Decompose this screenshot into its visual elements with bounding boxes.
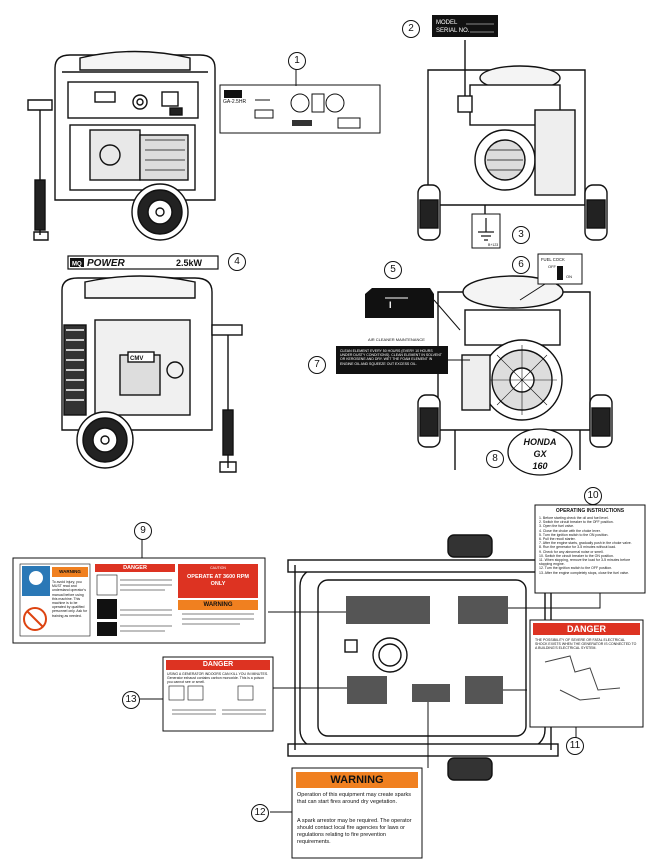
generator-rear-view xyxy=(417,40,608,241)
operating-step: 12. Turn the ignition switch to the OFF … xyxy=(539,566,613,571)
spark-arrestor-warning-label xyxy=(270,767,423,859)
callout-8: 8 xyxy=(486,450,504,468)
svg-text:OFF: OFF xyxy=(548,264,557,269)
engine-plate-label: CMV xyxy=(130,356,143,362)
svg-text:POWER: POWER xyxy=(87,258,126,269)
honda-engine-badge: HONDA GX 160 xyxy=(507,428,573,476)
label9-danger-word: DANGER xyxy=(123,565,147,571)
svg-text:ON: ON xyxy=(566,274,572,279)
operating-instructions-title: OPERATING INSTRUCTIONS xyxy=(555,508,625,514)
carbon-monoxide-danger-label xyxy=(140,656,274,732)
svg-text:2.5kW: 2.5kW xyxy=(176,258,203,268)
generator-front-view xyxy=(27,50,216,241)
callout-12: 12 xyxy=(251,804,269,822)
operating-step: 7. After the engine starts, gradually pu… xyxy=(539,541,632,546)
warning-label-set-9 xyxy=(12,537,266,644)
callout-7: 7 xyxy=(308,356,326,374)
callout-6: 6 xyxy=(512,256,530,274)
fuel-cock-decal: FUEL COCK OFF ON xyxy=(519,253,583,301)
generator-engine-view xyxy=(417,275,613,470)
operating-step: 8. Run the generator for 3-5 minutes wit… xyxy=(539,545,617,550)
label12-text1: Operation of this equipment may create s… xyxy=(297,792,412,805)
label9-warning-text: To avoid injury, you MUST read and under… xyxy=(52,580,88,618)
label13-danger-word: DANGER xyxy=(202,661,234,668)
serial-label: SERIAL NO. xyxy=(436,28,470,34)
svg-text:160: 160 xyxy=(532,461,547,471)
label9-warning2-word: WARNING xyxy=(203,602,233,608)
generator-side-view xyxy=(61,275,243,473)
operating-step: 4. Close the choke with the choke lever. xyxy=(539,528,601,533)
control-panel-decal xyxy=(219,67,381,134)
generator-top-view xyxy=(287,534,559,781)
label9-caution-title: CAUTION xyxy=(210,566,226,570)
callout-3: 3 xyxy=(512,226,530,244)
svg-text:AIR CLEANER MAINTENANCE: AIR CLEANER MAINTENANCE xyxy=(368,337,425,342)
callout-11: 11 xyxy=(566,737,584,755)
operating-step: 2. Switch the circuit breaker to the OFF… xyxy=(539,520,614,525)
label12-warning-word: WARNING xyxy=(330,774,384,786)
operating-step: 1. Before starting check the oil and fue… xyxy=(539,516,609,520)
label9-caution-text: OPERATE AT 3600 RPM ONLY xyxy=(187,574,249,587)
callout-2: 2 xyxy=(402,20,420,38)
svg-text:FUEL COCK: FUEL COCK xyxy=(541,257,565,262)
danger-backfeed-label xyxy=(529,619,644,738)
label11-danger-word: DANGER xyxy=(566,624,606,634)
label11-text: THE POSSIBILITY OF SEVERE OR FATAL ELECT… xyxy=(535,638,637,651)
ground-decal: B+123 xyxy=(471,213,501,249)
svg-text:HONDA: HONDA xyxy=(524,437,557,447)
callout-13: 13 xyxy=(122,691,140,709)
operating-step: 6. Pull the recoil starter. xyxy=(539,537,576,542)
switch-decal: I xyxy=(365,288,461,331)
operating-step: 5. Turn the ignition switch to the ON po… xyxy=(539,532,609,537)
operating-step: 3. Open the fuel valve. xyxy=(539,524,575,529)
callout-1: 1 xyxy=(288,52,306,70)
label13-text: USING A GENERATOR INDOORS CAN KILL YOU I… xyxy=(167,672,269,685)
air-cleaner-text: CLEAN ELEMENT EVERY 50 HOURS (EVERY 10 H… xyxy=(340,349,442,366)
operating-step: 9. Check for any abnormal noise or smell… xyxy=(539,549,604,554)
callout-9: 9 xyxy=(134,522,152,540)
callout-4: 4 xyxy=(228,253,246,271)
model-label: MODEL xyxy=(436,20,458,26)
model-serial-plate: MODEL SERIAL NO. xyxy=(432,15,498,37)
svg-text:MQ: MQ xyxy=(72,262,82,268)
operating-instructions-label xyxy=(534,496,646,594)
brand-bar: MQ POWER 2.5kW xyxy=(67,255,219,270)
operating-instructions-steps: 1. Before starting check the oil and fue… xyxy=(539,516,643,575)
callout-5: 5 xyxy=(384,261,402,279)
operating-step: 10. Switch the circuit breaker to the ON… xyxy=(539,553,614,558)
callout-10: 10 xyxy=(584,487,602,505)
label12-text2: A spark arrestor may be required. The op… xyxy=(297,818,412,845)
model-code-text: GA-2.5HR xyxy=(223,99,247,105)
ground-code: B+123 xyxy=(488,243,498,247)
label9-warning-word: WARNING xyxy=(52,567,88,577)
svg-text:I: I xyxy=(389,300,392,310)
air-cleaner-decal: AIR CLEANER MAINTENANCE xyxy=(336,337,470,374)
svg-text:GX: GX xyxy=(533,449,547,459)
operating-step: 13. After the engine completely stops, c… xyxy=(539,570,630,575)
operating-step: 11. When stopping, remove the load for 3… xyxy=(539,558,631,567)
